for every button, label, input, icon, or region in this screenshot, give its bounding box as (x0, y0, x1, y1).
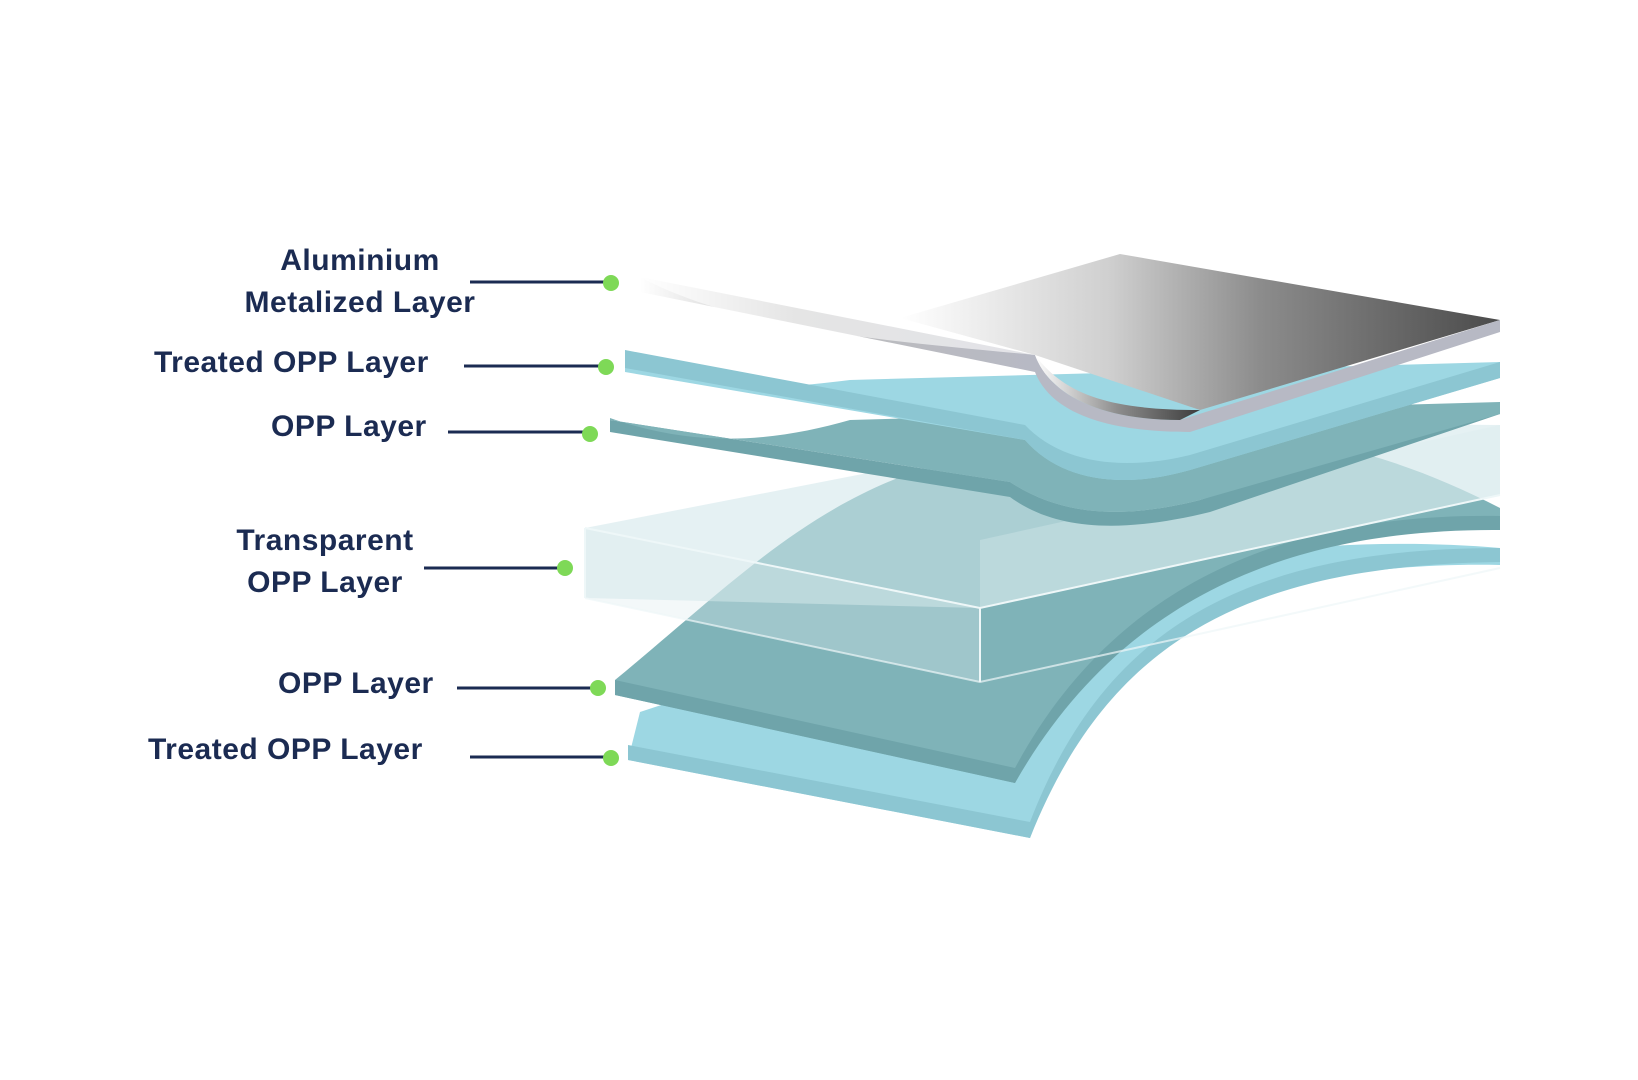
label-transparent-opp-layer: Transparent OPP Layer (205, 520, 445, 604)
aluminium-metalized-sheet (640, 254, 1500, 432)
label-aluminium-metalized-layer: Aluminium Metalized Layer (220, 240, 500, 324)
marker-dot-transparent (557, 560, 573, 576)
label-opp-top: OPP Layer (271, 410, 427, 443)
marker-dot-opp-top (582, 426, 598, 442)
marker-dot-opp-bottom (590, 680, 606, 696)
label-aluminium-line1: Aluminium (280, 244, 440, 277)
label-treated-opp-top: Treated OPP Layer (154, 346, 429, 379)
marker-dots (557, 275, 619, 766)
marker-dot-treated-top (598, 359, 614, 375)
label-aluminium-line2: Metalized Layer (244, 286, 476, 319)
marker-dot-aluminium (603, 275, 619, 291)
leader-lines (424, 280, 610, 759)
label-treated-opp-bottom: Treated OPP Layer (148, 733, 423, 766)
label-opp-bottom: OPP Layer (278, 667, 434, 700)
label-transparent-line2: OPP Layer (247, 566, 403, 599)
marker-dot-treated-bottom (603, 750, 619, 766)
label-transparent-line1: Transparent (236, 524, 414, 557)
